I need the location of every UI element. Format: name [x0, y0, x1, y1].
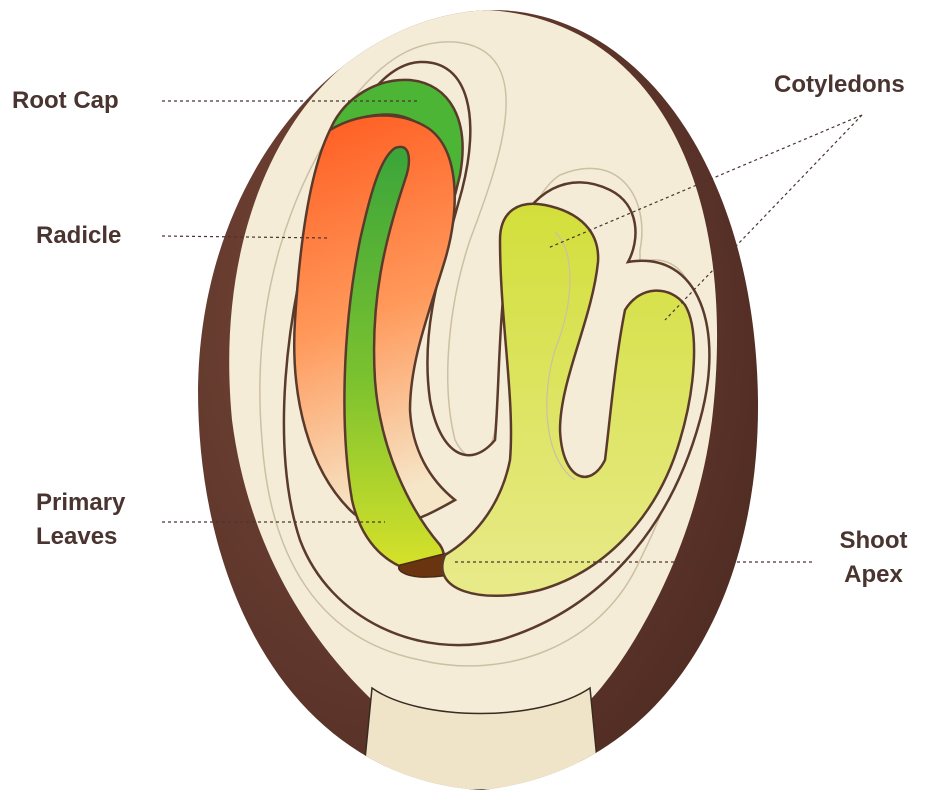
label-shoot-apex: Shoot Apex: [826, 524, 921, 592]
label-primary-leaves-line1: Primary: [36, 486, 125, 520]
label-primary-leaves: Primary Leaves: [36, 486, 125, 554]
label-shoot-apex-line2: Apex: [826, 558, 921, 592]
label-radicle: Radicle: [36, 219, 121, 253]
label-cotyledons: Cotyledons: [774, 68, 905, 102]
label-shoot-apex-line1: Shoot: [826, 524, 921, 558]
label-root-cap: Root Cap: [12, 84, 119, 118]
label-primary-leaves-line2: Leaves: [36, 520, 125, 554]
